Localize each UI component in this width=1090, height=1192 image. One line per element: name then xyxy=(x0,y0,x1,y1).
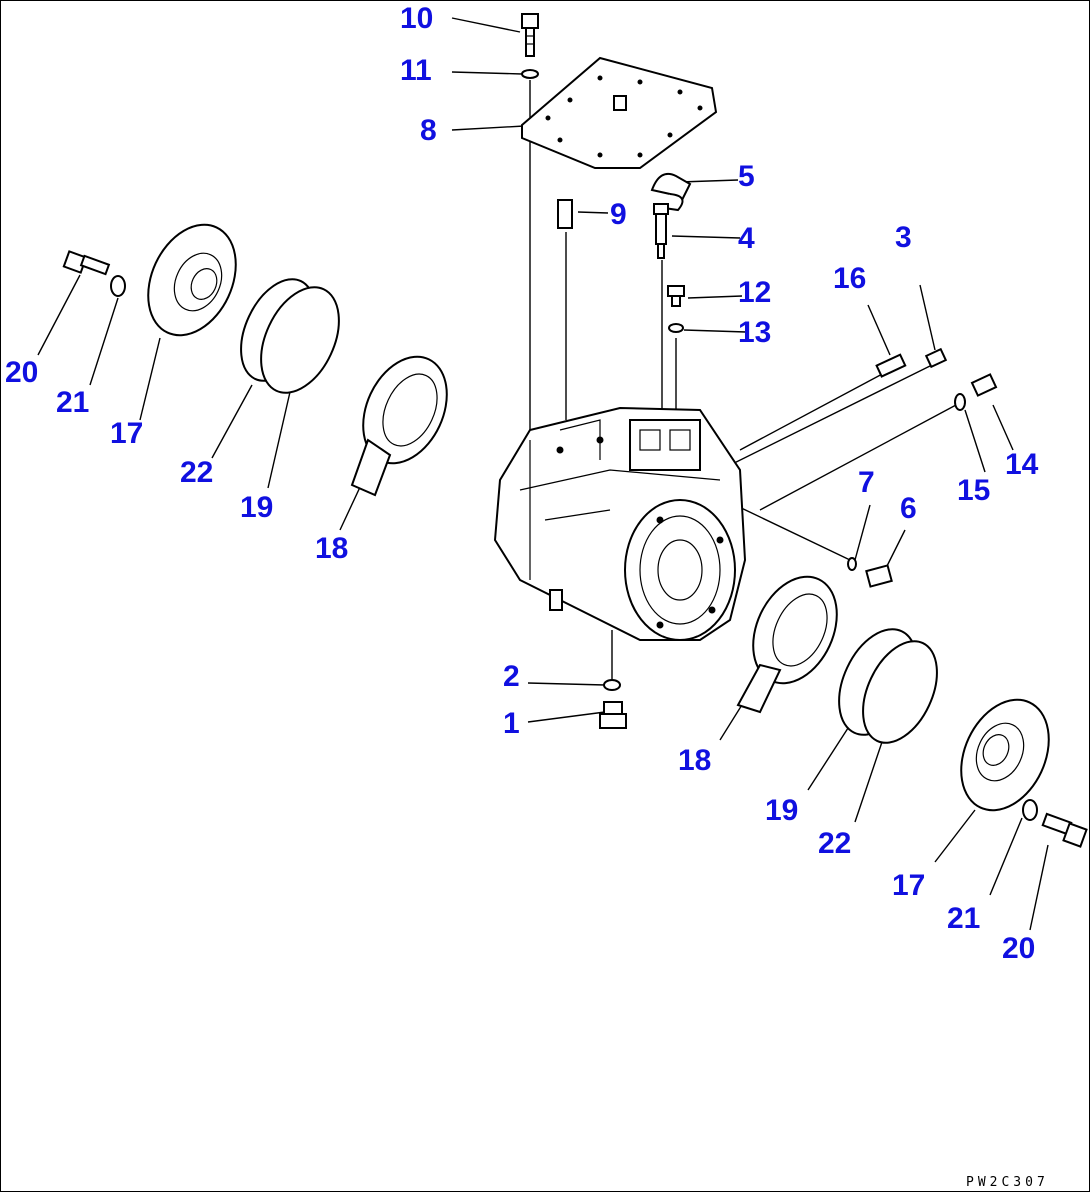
label-10: 10 xyxy=(400,2,433,35)
label-22-left: 22 xyxy=(180,456,213,489)
part-4-fitting xyxy=(653,203,669,259)
part-14-plug xyxy=(970,373,998,397)
part-19-ring-left xyxy=(260,286,340,394)
label-4: 4 xyxy=(738,222,755,255)
part-17-cap-left xyxy=(147,223,237,337)
part-labels: 10 11 8 5 9 4 3 16 12 13 14 15 7 6 2 1 2… xyxy=(5,2,1039,965)
label-20-right: 20 xyxy=(1002,932,1035,965)
part-11-washer xyxy=(521,69,539,79)
label-19-right: 19 xyxy=(765,794,798,827)
label-9: 9 xyxy=(610,198,627,231)
part-9-pin xyxy=(557,199,573,229)
label-15: 15 xyxy=(957,474,990,507)
label-18-left: 18 xyxy=(315,532,348,565)
label-3: 3 xyxy=(895,221,912,254)
label-8: 8 xyxy=(420,114,437,147)
part-21-washer-left xyxy=(110,275,126,297)
part-6-plug xyxy=(865,564,893,588)
part-21-washer-right xyxy=(1022,799,1038,821)
label-17-right: 17 xyxy=(892,869,925,902)
drawing-code: PW2C307 xyxy=(966,1175,1049,1190)
label-14: 14 xyxy=(1005,448,1039,481)
part-12-plug xyxy=(667,285,685,307)
part-1-plug xyxy=(599,701,627,729)
main-housing xyxy=(493,406,747,641)
part-8-cover-plate xyxy=(521,56,718,169)
label-19-left: 19 xyxy=(240,491,273,524)
part-2-o-ring xyxy=(603,679,621,691)
label-22-right: 22 xyxy=(818,827,851,860)
label-21-right: 21 xyxy=(947,902,980,935)
label-6: 6 xyxy=(900,492,917,525)
label-18-right: 18 xyxy=(678,744,711,777)
part-3-plug xyxy=(924,347,948,369)
part-10-bolt xyxy=(521,13,539,57)
part-22-ring-right xyxy=(862,640,938,744)
part-13-o-ring xyxy=(668,323,684,333)
label-11: 11 xyxy=(400,54,432,87)
label-16: 16 xyxy=(833,262,866,295)
label-1: 1 xyxy=(503,707,520,740)
label-20-left: 20 xyxy=(5,356,38,389)
part-15-o-ring xyxy=(954,393,966,411)
part-16-fitting xyxy=(875,353,907,378)
label-2: 2 xyxy=(503,660,520,693)
label-7: 7 xyxy=(858,466,875,499)
part-7-o-ring xyxy=(847,557,857,571)
part-18-shim-left xyxy=(350,355,448,497)
part-18-shim-right xyxy=(736,575,838,714)
part-20-bolt-left xyxy=(62,250,111,276)
label-5: 5 xyxy=(738,160,755,193)
label-13: 13 xyxy=(738,316,771,349)
label-17-left: 17 xyxy=(110,417,143,450)
part-20-bolt-right xyxy=(1041,812,1088,848)
part-17-cap-right xyxy=(960,698,1050,812)
label-21-left: 21 xyxy=(56,386,89,419)
leader-lines xyxy=(37,17,1049,931)
label-12: 12 xyxy=(738,276,771,309)
